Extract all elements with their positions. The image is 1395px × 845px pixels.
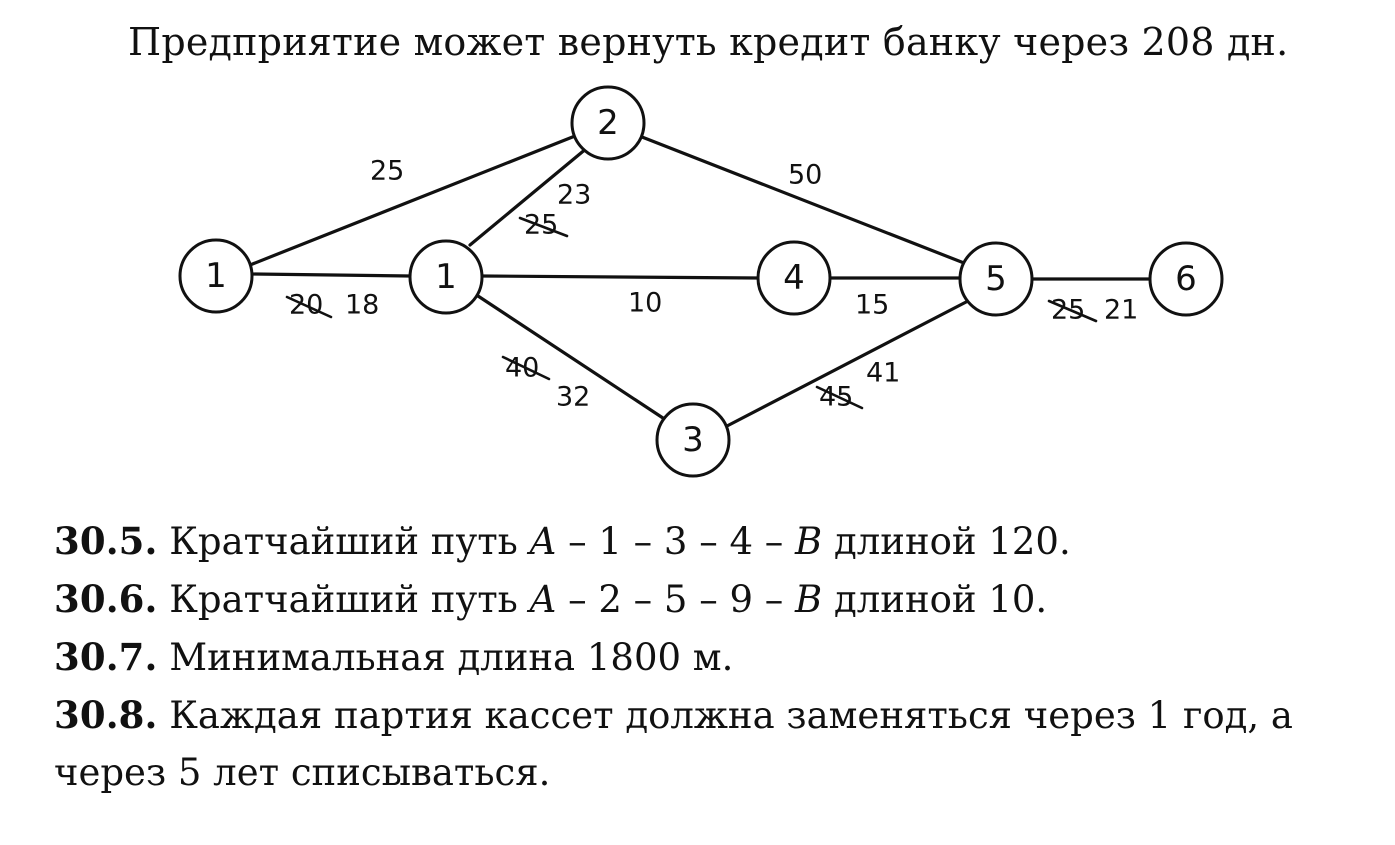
answer-30-7-text: Минимальная длина 1800 м.: [169, 636, 734, 679]
answer-30-6-point-b: B: [795, 578, 823, 621]
nodes-layer: 1 1 2 3 4 5 6: [178, 85, 1224, 478]
answer-30-5-point-b: B: [795, 520, 823, 563]
strike-old-weight-edge-1-to-1: [285, 295, 333, 319]
intro-text: Предприятие может вернуть кредит банку ч…: [128, 20, 1289, 64]
node-label-1-left: 1: [205, 256, 227, 296]
strike-old-weight-edge-3-to-5: [815, 385, 864, 410]
node-circle-1-middle: [408, 239, 484, 315]
answer-30-6-part-1: Кратчайший путь: [169, 578, 530, 621]
new-weight-edge-1-to-2-inner: 23: [557, 180, 591, 211]
answer-number-30-8: 30.8.: [54, 693, 158, 737]
node-label-6: 6: [1175, 259, 1197, 299]
answer-30-7: 30.7. Минимальная длина 1800 м.: [54, 628, 1354, 686]
node-label-2: 2: [597, 103, 619, 143]
old-weight-edge-1-to-1: 20: [289, 290, 323, 321]
node-circle-4: [756, 240, 832, 316]
node-circle-6: [1148, 241, 1224, 317]
answer-30-6-part-2: – 2 – 5 – 9 –: [556, 578, 796, 621]
strike-old-weight-edge-1-to-2-inner: [518, 216, 569, 238]
node-circle-3: [655, 402, 731, 478]
node-1-middle: 1: [408, 239, 484, 315]
node-5: 5: [958, 241, 1034, 317]
edge-1-to-2-inner: [468, 146, 589, 247]
weight-edge-1-to-4: 10: [628, 288, 662, 319]
edge-1-to-3: [476, 294, 671, 424]
node-1-left: 1: [178, 238, 254, 314]
answer-30-8-continuation: через 5 лет списываться.: [54, 751, 551, 794]
new-weight-edge-5-to-6: 21: [1104, 295, 1138, 326]
answer-30-5-point-a: A: [529, 520, 557, 563]
node-6: 6: [1148, 241, 1224, 317]
answer-30-5-part-1: Кратчайший путь: [169, 520, 530, 563]
old-weight-edge-1-to-3: 40: [505, 353, 539, 384]
old-weight-edge-3-to-5: 45: [819, 382, 853, 413]
answer-30-6-part-3: длиной 10.: [822, 578, 1048, 621]
node-circle-5: [958, 241, 1034, 317]
node-label-3: 3: [682, 420, 704, 460]
weights-layer: 25 20 18 25 23 10 40 32 50 15 45 41 25 2…: [285, 156, 1138, 413]
edge-2-to-5: [640, 135, 966, 265]
answer-30-8-text: Каждая партия кассет должна заменяться ч…: [169, 694, 1293, 737]
answers-block: 30.5. Кратчайший путь A – 1 – 3 – 4 – B …: [54, 512, 1354, 802]
node-4: 4: [756, 240, 832, 316]
weight-edge-1-to-2: 25: [370, 156, 404, 187]
edge-1-to-2: [248, 134, 577, 267]
node-label-5: 5: [985, 259, 1007, 299]
new-weight-edge-3-to-5: 41: [866, 358, 900, 389]
node-circle-2: [570, 85, 646, 161]
answer-30-8: 30.8. Каждая партия кассет должна заменя…: [54, 686, 1354, 744]
old-weight-edge-1-to-2-inner: 25: [524, 210, 558, 241]
answer-number-30-5: 30.5.: [54, 519, 158, 563]
answer-number-30-6: 30.6.: [54, 577, 158, 621]
answer-30-6-point-a: A: [529, 578, 557, 621]
answer-30-6: 30.6. Кратчайший путь A – 2 – 5 – 9 – B …: [54, 570, 1354, 628]
node-label-1-middle: 1: [435, 257, 457, 297]
node-3: 3: [655, 402, 731, 478]
answer-30-8-continuation-line: через 5 лет списываться.: [54, 744, 1354, 802]
weight-edge-4-to-5: 15: [855, 290, 889, 321]
answer-30-5-part-3: длиной 120.: [822, 520, 1071, 563]
edge-1-to-1: [250, 272, 412, 278]
node-2: 2: [570, 85, 646, 161]
edge-3-to-5: [725, 299, 970, 428]
answer-30-5-part-2: – 1 – 3 – 4 –: [556, 520, 796, 563]
old-weight-edge-5-to-6: 25: [1051, 295, 1085, 326]
answer-30-5: 30.5. Кратчайший путь A – 1 – 3 – 4 – B …: [54, 512, 1354, 570]
new-weight-edge-1-to-3: 32: [556, 382, 590, 413]
answer-number-30-7: 30.7.: [54, 635, 158, 679]
new-weight-edge-1-to-1: 18: [345, 290, 379, 321]
edge-1-to-4: [480, 274, 760, 280]
weight-edge-2-to-5: 50: [788, 160, 822, 191]
node-circle-1-left: [178, 238, 254, 314]
strike-old-weight-edge-5-to-6: [1047, 299, 1098, 323]
node-label-4: 4: [783, 258, 805, 298]
edges-layer: [248, 134, 1153, 428]
strike-old-weight-edge-1-to-3: [501, 355, 551, 381]
